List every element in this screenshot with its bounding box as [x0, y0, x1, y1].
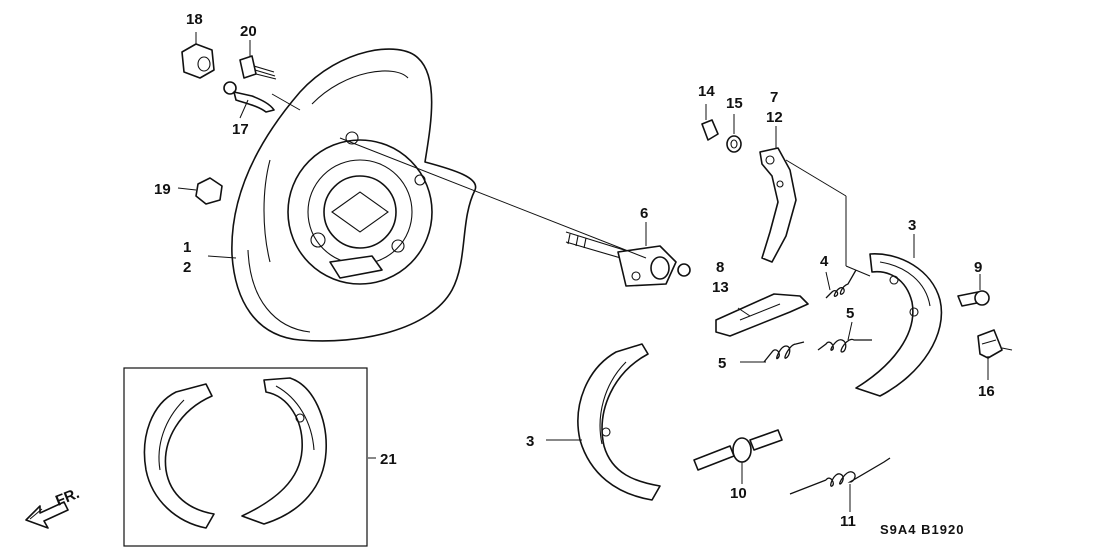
callout-1: 1: [183, 239, 191, 256]
parking-brake-lever-7-12[interactable]: [759, 147, 797, 263]
hold-down-pin-9[interactable]: [957, 290, 990, 307]
flange-nut-18[interactable]: [181, 43, 215, 79]
callout-12: 12: [766, 109, 783, 126]
adjuster-10[interactable]: [693, 429, 783, 471]
brake-shoe-set-21-right[interactable]: [241, 377, 327, 525]
brake-shoe-3-right[interactable]: [855, 253, 943, 397]
arrow-front-icon: [25, 501, 69, 529]
callout-5-upper: 5: [846, 305, 854, 322]
washer-15[interactable]: [726, 135, 742, 153]
callout-11: 11: [840, 513, 856, 530]
callout-2: 2: [183, 259, 191, 276]
callout-18: 18: [186, 11, 203, 28]
anchor-pin-6[interactable]: [565, 231, 691, 287]
bracket-17[interactable]: [223, 81, 275, 113]
spring-4[interactable]: [825, 269, 857, 299]
brake-shoe-3-lower[interactable]: [577, 343, 661, 501]
retainer-clip-14[interactable]: [701, 119, 719, 141]
callout-14: 14: [698, 83, 715, 100]
shoe-set-21-box: [123, 367, 368, 547]
callout-6: 6: [640, 205, 648, 222]
callout-15: 15: [726, 95, 743, 112]
callout-16: 16: [978, 383, 995, 400]
callout-20: 20: [240, 23, 257, 40]
direction-label: FR.: [53, 485, 82, 510]
callout-21: 21: [380, 451, 397, 468]
callout-3-right: 3: [908, 217, 916, 234]
callout-3-lower: 3: [526, 433, 534, 450]
callout-10: 10: [730, 485, 747, 502]
callout-labels: 18 20 17 19 1 2 6 14 15 7 12 3 4 9 8 13 …: [154, 11, 995, 530]
diagram-code: S9A4 B1920: [880, 522, 964, 537]
return-spring-5b[interactable]: [817, 338, 872, 353]
bolt-20[interactable]: [239, 55, 277, 80]
nut-19[interactable]: [195, 177, 223, 205]
callout-17: 17: [232, 121, 249, 138]
return-spring-5a[interactable]: [763, 341, 805, 363]
callout-13: 13: [712, 279, 729, 296]
callout-9: 9: [974, 259, 982, 276]
callout-19: 19: [154, 181, 171, 198]
backing-plate-assembly[interactable]: [231, 48, 477, 342]
brake-shoe-set-21-left[interactable]: [143, 383, 215, 529]
callout-5-lower: 5: [718, 355, 726, 372]
strut-8-13[interactable]: [715, 293, 809, 337]
callout-8: 8: [716, 259, 724, 276]
retaining-clip-16[interactable]: [977, 329, 1003, 359]
callout-4: 4: [820, 253, 829, 270]
leader-lines: [177, 32, 1013, 512]
spring-11[interactable]: [789, 457, 891, 495]
callout-7: 7: [770, 89, 778, 106]
